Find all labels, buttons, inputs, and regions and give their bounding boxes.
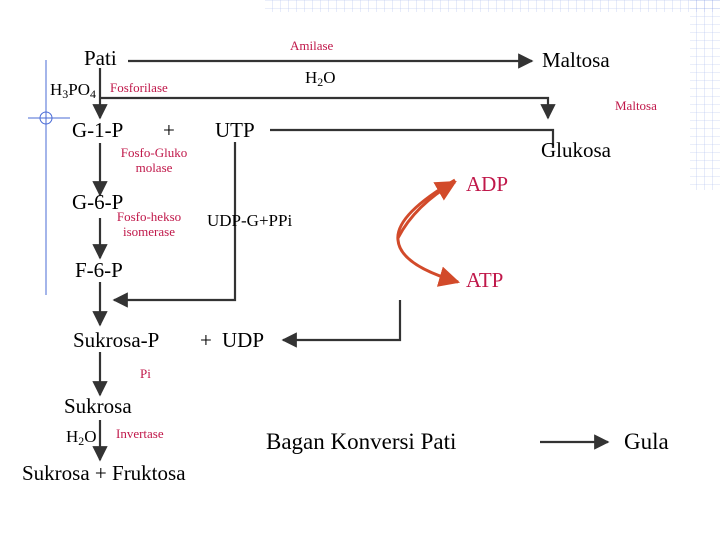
node-glukosa: Glukosa [541, 138, 611, 162]
enzyme-invertase: Invertase [116, 426, 164, 441]
node-plus-2: + [200, 328, 212, 352]
node-atp: ATP [466, 268, 504, 292]
node-utp: UTP [215, 118, 255, 142]
arrow-utp-glukosa [270, 128, 555, 148]
diagram-title: Bagan Konversi Pati [266, 429, 457, 454]
node-plus-1: + [163, 118, 175, 142]
node-sukrosa-p: Sukrosa-P [73, 328, 160, 352]
node-maltosa-top: Maltosa [542, 48, 610, 72]
curve-adp-tip [396, 180, 457, 239]
node-adp: ADP [466, 172, 509, 196]
crosshair-circle-icon [28, 60, 70, 295]
node-sukrosa: Sukrosa [64, 394, 132, 418]
arrow-maltosa-branch [100, 96, 556, 120]
node-f6p: F-6-P [75, 258, 123, 282]
node-udpg-ppi: UDP-G+PPi [207, 211, 293, 230]
node-pati: Pati [84, 46, 117, 70]
node-h2o-top: H2O [305, 68, 336, 89]
node-g6p: G-6-P [72, 190, 124, 214]
node-maltosa-small: Maltosa [615, 98, 657, 113]
arrow-utp-udpg [112, 142, 237, 308]
node-pi: Pi [140, 366, 151, 381]
node-h2o-bottom: H2O [66, 427, 97, 448]
enzyme-amilase: Amilase [290, 38, 334, 53]
arrow-udp-return [281, 300, 402, 348]
curve-adp-atp [396, 178, 461, 287]
grid-pattern [265, 0, 720, 190]
node-sukrosa-fruktosa: Sukrosa + Fruktosa [22, 461, 186, 485]
node-udp: UDP [222, 328, 265, 352]
title-target-gula: Gula [624, 429, 669, 454]
enzyme-fosforilase: Fosforilase [110, 80, 168, 95]
node-h3po4: H3PO4 [50, 80, 96, 101]
node-g1p: G-1-P [72, 118, 124, 142]
